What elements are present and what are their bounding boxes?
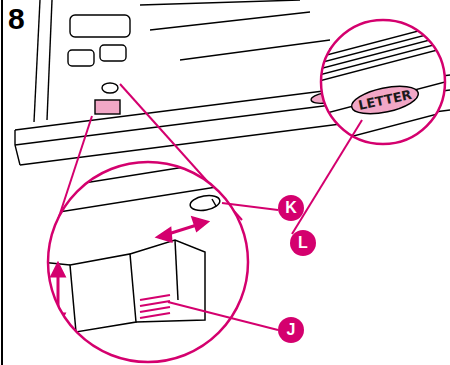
frame-line (1, 0, 3, 365)
callout-discs (278, 195, 316, 343)
callout-letter: J (287, 322, 296, 338)
callout-letter: K (285, 200, 297, 216)
leader-lines (168, 120, 362, 330)
figure-number: 8 (8, 4, 25, 34)
callout-letter: L (298, 235, 308, 251)
zoom-right (300, 20, 450, 150)
paper-tray (15, 0, 450, 165)
zoom-left (40, 155, 260, 332)
